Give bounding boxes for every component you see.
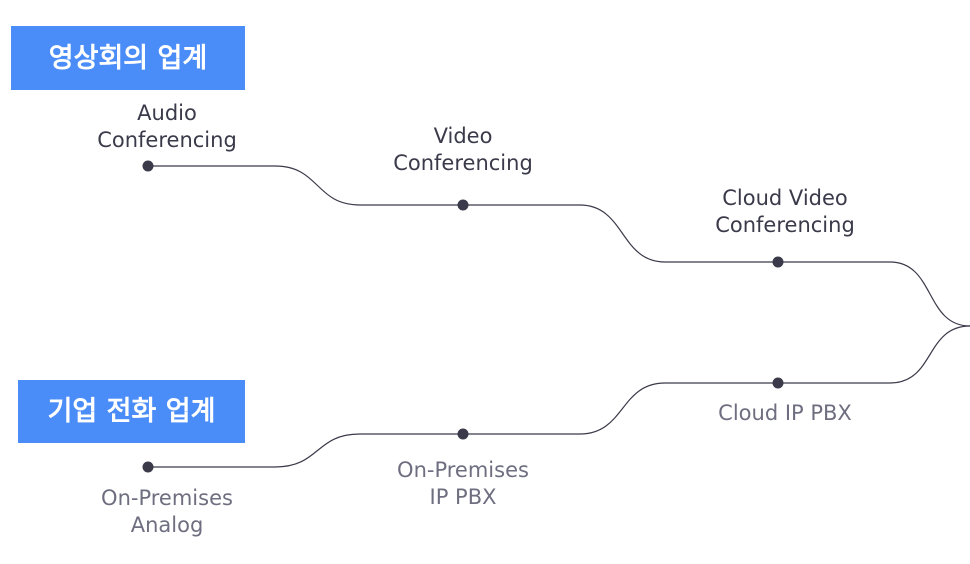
node-dot-video-conferencing	[457, 199, 469, 211]
node-label-line: On-Premises	[397, 458, 529, 482]
node-dot-on-premises-analog	[142, 461, 154, 473]
node-label-line: Conferencing	[393, 151, 533, 175]
phone-industry-badge: 기업 전화 업계	[18, 380, 245, 443]
node-label-line: Analog	[130, 513, 204, 537]
node-label-cloud-ip-pbx: Cloud IP PBX	[718, 400, 852, 427]
node-label-audio-conferencing: Audio Conferencing	[97, 100, 237, 154]
node-label-on-premises-ip-pbx: On-Premises IP PBX	[397, 457, 529, 511]
phone-track-line	[148, 325, 970, 468]
node-label-line: Conferencing	[715, 213, 855, 237]
node-dot-cloud-video-conferencing	[772, 256, 784, 268]
node-label-cloud-video-conferencing: Cloud Video Conferencing	[715, 185, 855, 239]
node-label-line: Audio	[137, 101, 197, 125]
node-label-video-conferencing: Video Conferencing	[393, 123, 533, 177]
node-label-on-premises-analog: On-Premises Analog	[101, 485, 233, 539]
node-dot-audio-conferencing	[142, 160, 154, 172]
video-track-line	[148, 165, 970, 327]
node-label-line: Cloud Video	[722, 186, 848, 210]
node-label-line: IP PBX	[429, 485, 497, 509]
video-industry-badge: 영상회의 업계	[11, 26, 245, 90]
node-dot-cloud-ip-pbx	[772, 377, 784, 389]
node-label-line: Video	[433, 124, 493, 148]
node-label-line: On-Premises	[101, 486, 233, 510]
node-label-line: Conferencing	[97, 128, 237, 152]
node-label-line: Cloud IP PBX	[718, 401, 852, 425]
node-dot-on-premises-ip-pbx	[457, 428, 469, 440]
